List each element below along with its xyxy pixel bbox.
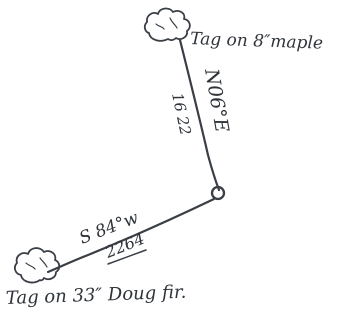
top-tree-icon	[143, 7, 191, 42]
top-tree-label: Tag on 8″maple	[190, 29, 323, 54]
bottom-tree-label: Tag on 33″ Doug fir.	[5, 282, 186, 309]
upper-bearing-label: N06°E	[200, 66, 233, 134]
survey-corner-icon	[210, 185, 226, 201]
lower-distance-underline	[107, 249, 147, 265]
line-upper	[178, 38, 221, 192]
bottom-tree-icon	[14, 247, 61, 284]
upper-distance-label: 16 22	[168, 91, 195, 137]
line-lower	[46, 197, 216, 274]
